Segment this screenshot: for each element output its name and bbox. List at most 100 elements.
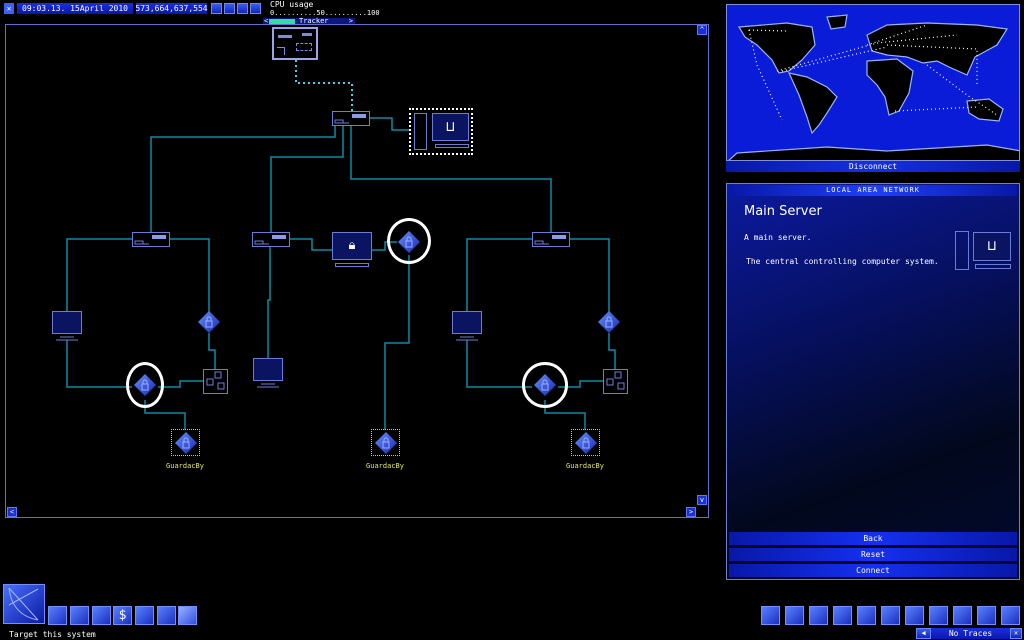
router-node[interactable] — [332, 111, 370, 126]
link — [384, 255, 410, 430]
link — [370, 117, 409, 131]
world-map[interactable] — [726, 4, 1020, 161]
lock-icon — [174, 431, 198, 455]
target-ring — [126, 362, 164, 408]
panel-header: LOCAL AREA NETWORK — [729, 185, 1017, 196]
scroll-down-button[interactable]: v — [697, 495, 707, 505]
link — [570, 238, 610, 312]
running-tasks — [761, 606, 1021, 626]
status-icon[interactable] — [178, 606, 197, 625]
date-display: 09:03.13. 15April 2010 — [17, 3, 133, 14]
panel-description: A main server. — [744, 233, 812, 242]
link — [558, 380, 603, 388]
panel-title: Main Server — [744, 204, 822, 219]
network-links — [66, 60, 616, 430]
close-icon[interactable]: ✕ — [4, 3, 14, 14]
switch-node[interactable] — [603, 369, 628, 394]
tracker-label: Tracker — [299, 17, 329, 25]
finance-icon[interactable]: $ — [113, 606, 132, 625]
target-ring — [387, 218, 431, 264]
memory-icon[interactable] — [70, 606, 89, 625]
router-node[interactable] — [132, 232, 170, 247]
pause-button[interactable] — [211, 3, 222, 14]
main-server-node[interactable]: ⊔ — [409, 108, 473, 155]
switch-node[interactable] — [203, 369, 228, 394]
router-node[interactable] — [532, 232, 570, 247]
main-server-icon: ⊔ — [955, 231, 1011, 271]
link — [66, 238, 132, 312]
fast-forward-button[interactable] — [237, 3, 248, 14]
link — [350, 126, 552, 232]
link — [270, 126, 344, 232]
task-icon[interactable] — [1001, 606, 1020, 625]
guard-node[interactable] — [371, 429, 400, 456]
target-ring — [522, 362, 568, 408]
guard-node[interactable] — [171, 429, 200, 456]
link — [66, 340, 132, 388]
gateway-node[interactable] — [272, 27, 318, 60]
task-icon[interactable] — [785, 606, 804, 625]
lock-node[interactable] — [197, 310, 221, 334]
task-icon[interactable] — [905, 606, 924, 625]
network-icon[interactable] — [157, 606, 176, 625]
back-button[interactable]: Back — [729, 532, 1017, 545]
guard-label: GuardacBy — [566, 462, 604, 470]
link — [150, 126, 336, 232]
software-menu-button[interactable] — [3, 584, 45, 624]
tracker-progress — [269, 19, 295, 24]
network-view[interactable] — [5, 24, 709, 518]
task-icon[interactable] — [761, 606, 780, 625]
task-icon[interactable] — [833, 606, 852, 625]
fastest-button[interactable] — [250, 3, 261, 14]
cpu-usage-label: CPU usage — [270, 0, 314, 9]
email-icon[interactable] — [135, 606, 154, 625]
scroll-left-button[interactable]: < — [7, 507, 17, 517]
world-map-image — [728, 14, 1019, 160]
link — [466, 238, 532, 312]
scroll-right-button[interactable]: > — [686, 507, 696, 517]
status-text: Target this system — [9, 630, 96, 639]
router-node[interactable] — [252, 232, 290, 247]
close-traces-icon[interactable]: ✕ — [1010, 628, 1022, 639]
task-icon[interactable] — [881, 606, 900, 625]
cpu-usage-scale: 0..........50..........100 — [270, 9, 380, 17]
link — [466, 340, 532, 388]
task-icon[interactable] — [929, 606, 948, 625]
link — [208, 333, 216, 370]
reset-button[interactable]: Reset — [729, 548, 1017, 561]
tracker-left-arrow[interactable]: < — [264, 17, 269, 25]
tracker-right-arrow[interactable]: > — [348, 17, 353, 25]
task-icon[interactable] — [977, 606, 996, 625]
link — [267, 246, 271, 358]
traces-display: No Traces — [931, 628, 1010, 639]
satellite-dish-icon — [8, 587, 39, 621]
play-button[interactable] — [224, 3, 235, 14]
terminal-node[interactable] — [52, 311, 82, 341]
lock-icon — [374, 431, 398, 455]
link — [608, 333, 616, 370]
task-icon[interactable] — [857, 606, 876, 625]
disconnect-button[interactable]: Disconnect — [726, 161, 1020, 172]
guard-label: GuardacBy — [366, 462, 404, 470]
connect-button[interactable]: Connect — [729, 564, 1017, 577]
panel-detail: The central controlling computer system. — [746, 257, 939, 266]
terminal-node[interactable] — [253, 358, 283, 388]
task-icon[interactable] — [809, 606, 828, 625]
padlock-icon: 🔒︎ — [332, 232, 372, 260]
locked-terminal-node[interactable]: 🔒︎ — [332, 232, 372, 270]
task-icon[interactable] — [953, 606, 972, 625]
link — [158, 380, 203, 388]
link — [170, 238, 210, 312]
trace-link — [295, 60, 353, 111]
balance-display: 573,664,637,554 — [135, 3, 208, 14]
scroll-up-button[interactable]: ^ — [697, 25, 707, 35]
world-icon[interactable] — [92, 606, 111, 625]
guard-node[interactable] — [571, 429, 600, 456]
lock-node[interactable] — [597, 310, 621, 334]
lock-icon — [574, 431, 598, 455]
system-info-panel: LOCAL AREA NETWORK Main Server A main se… — [726, 183, 1020, 580]
speaker-icon[interactable]: ◀ — [916, 628, 931, 639]
computer-icon[interactable] — [48, 606, 67, 625]
guard-label: GuardacBy — [166, 462, 204, 470]
terminal-node[interactable] — [452, 311, 482, 341]
